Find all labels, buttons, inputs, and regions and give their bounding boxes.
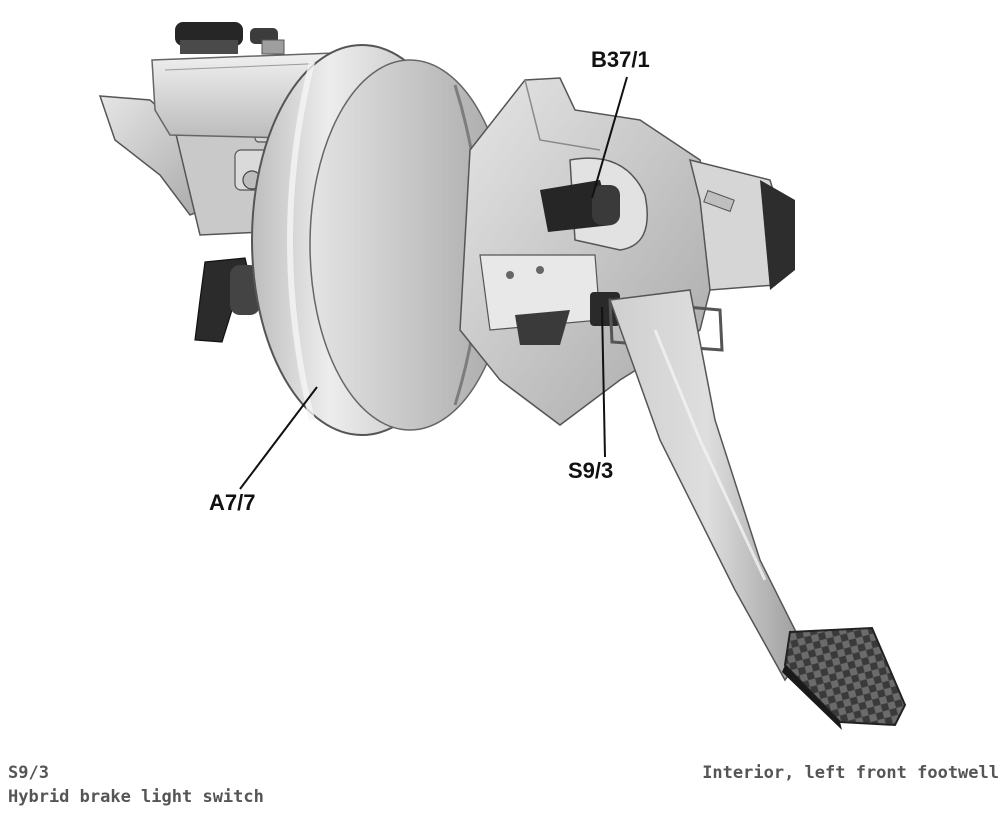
pedal-box [459, 77, 795, 426]
caption-code: S9/3 [8, 763, 49, 783]
brake-pedal-pad [782, 626, 907, 730]
leader-line-a7-7 [239, 386, 318, 490]
callout-b37-1: B37/1 [591, 47, 650, 72]
brake-booster [251, 44, 511, 436]
callout-a7-7: A7/7 [209, 490, 256, 515]
leader-line-b37-1 [591, 76, 628, 199]
caption-name: Hybrid brake light switch [8, 787, 264, 807]
leader-line-s9-3 [601, 306, 606, 458]
caption-location: Interior, left front footwell [702, 763, 999, 783]
booster-pressure-sensor [194, 257, 260, 343]
callout-s9-3: S9/3 [568, 458, 614, 483]
